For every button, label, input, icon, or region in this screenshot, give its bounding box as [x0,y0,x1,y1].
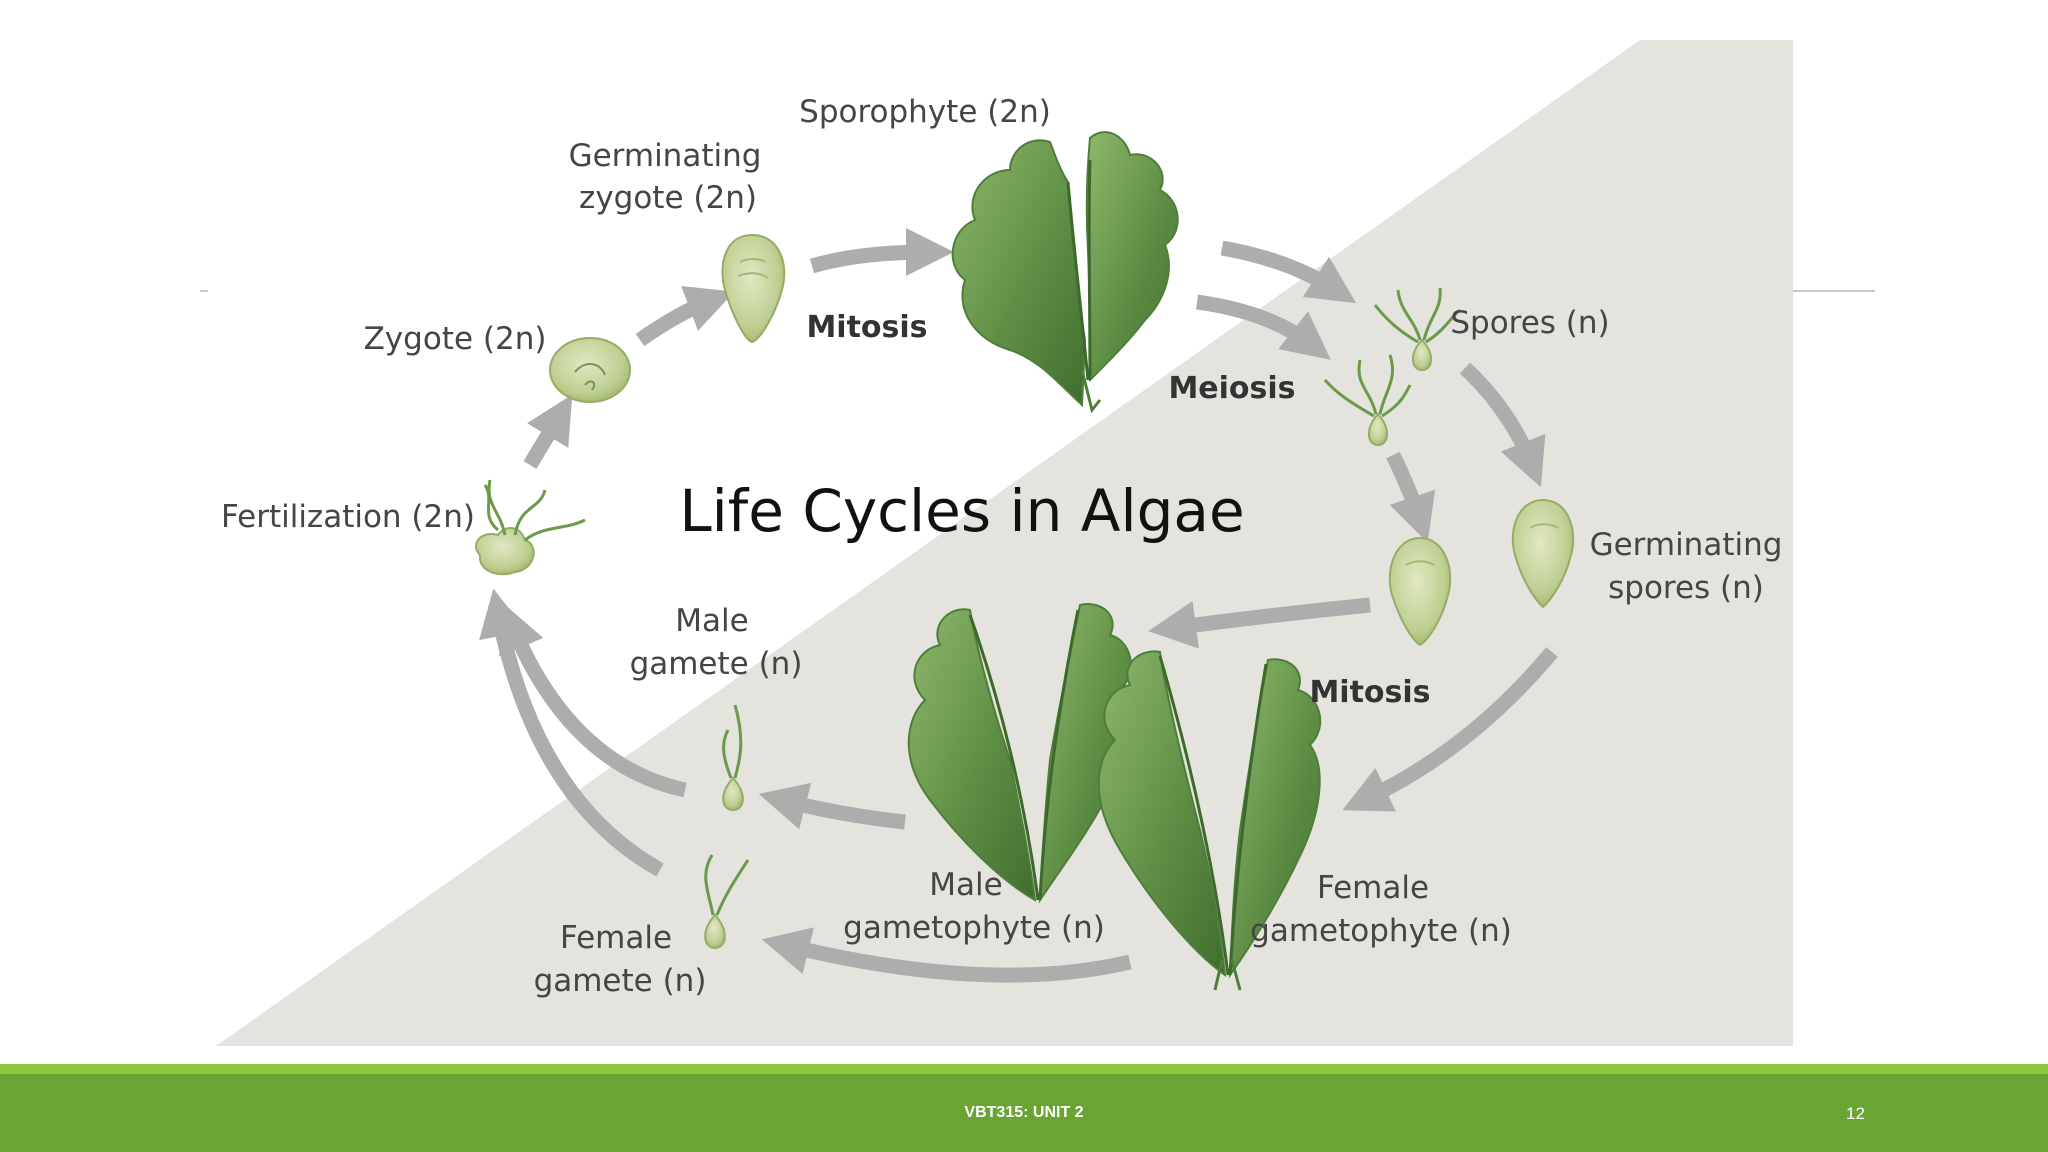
arrow-fertilization-to-zygote [523,394,573,469]
cycle-arrows [479,228,1558,983]
page-number: 12 [1846,1104,1865,1123]
slide-title: Life Cycles in Algae [679,477,1244,545]
label-male-gamete-line1: Male [675,603,748,639]
footer-accent-line [0,1064,2048,1074]
label-fertilization: Fertilization (2n) [221,499,475,535]
arrow-zygote-to-germinating-zygote [635,285,735,347]
fertilization-cell [475,479,586,576]
label-female-gametophyte-line2: gametophyte (n) [1250,913,1512,949]
arrow-male-gametophyte-to-male-gamete [758,782,906,830]
label-meiosis: Meiosis [1168,371,1295,406]
zygote-cell [549,337,631,403]
label-male-gametophyte-line1: Male [929,867,1002,903]
arrow-sporophyte-to-spores-lower [1195,294,1331,360]
label-germinating-spores-line1: Germinating [1590,527,1783,563]
label-sporophyte: Sporophyte (2n) [799,94,1051,130]
footer-bar [0,1074,2048,1152]
arrow-germinating-spores-to-female-gametophyte [1342,647,1558,812]
decorative-rule-left [200,290,208,292]
decorative-rule-right [1793,290,1875,292]
arrow-spores-to-germinating-spores-left [1386,451,1436,543]
label-mitosis-right: Mitosis [1309,675,1430,710]
label-germinating-zygote-line1: Germinating [569,138,762,174]
label-female-gametophyte-line1: Female [1317,870,1429,906]
arrow-male-gamete-to-fertilization [499,602,687,798]
male-gamete-cell [722,704,744,812]
arrow-spores-to-germinating-spores-right [1459,362,1546,488]
arrow-germinating-zygote-to-sporophyte [809,228,955,277]
label-zygote: Zygote (2n) [364,321,547,357]
label-female-gamete-line2: gamete (n) [534,963,707,999]
spores-cells [1323,287,1461,447]
label-male-gametophyte-line2: gametophyte (n) [843,910,1105,946]
female-gametophyte-plant [1097,650,1322,991]
germinating-spores-cells [1388,498,1575,647]
label-spores: Spores (n) [1450,305,1609,341]
label-female-gamete-line1: Female [560,920,672,956]
algae-life-cycle-diagram: Sporophyte (2n) Germinating zygote (2n) … [216,40,1793,1046]
arrow-female-gametophyte-to-female-gamete [761,927,1132,983]
label-germinating-spores-line2: spores (n) [1608,570,1764,606]
label-male-gamete-line2: gamete (n) [630,646,803,682]
arrow-sporophyte-to-spores-upper [1220,240,1357,304]
female-gamete-cell [704,854,750,950]
arrow-germinating-spore-to-male-gametophyte [1148,597,1371,649]
arrow-female-gamete-to-fertilization [479,588,664,877]
sporophyte-plant [951,131,1179,414]
label-germinating-zygote-line2: zygote (2n) [579,180,757,216]
footer-text: VBT315: UNIT 2 [964,1104,1084,1121]
label-mitosis-top: Mitosis [806,310,927,345]
germinating-zygote-cell [721,233,786,344]
